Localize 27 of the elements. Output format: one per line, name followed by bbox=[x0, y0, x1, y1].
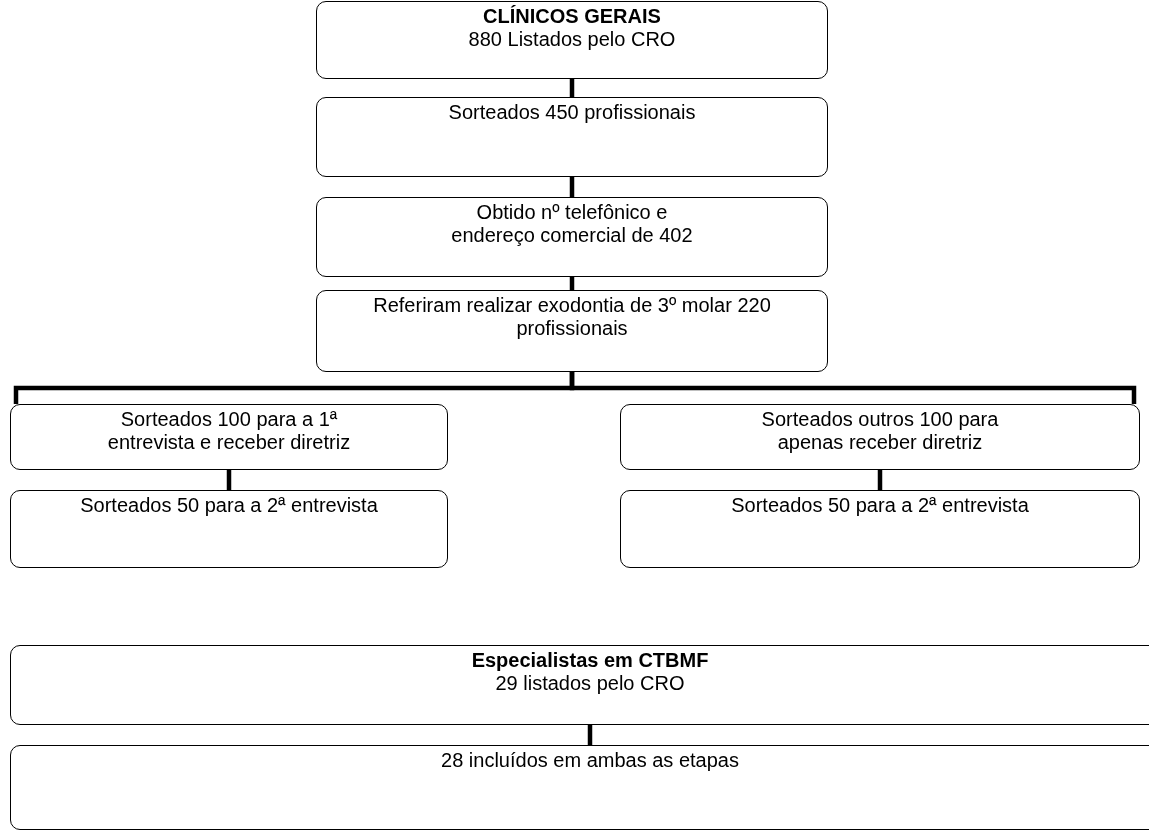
box-heading: CLÍNICOS GERAIS bbox=[483, 5, 661, 28]
box-heading: Especialistas em CTBMF bbox=[471, 649, 709, 672]
connector-line bbox=[226, 470, 232, 490]
box-text: 29 listados pelo CRO bbox=[495, 672, 685, 695]
box-text: 28 incluídos em ambas as etapas bbox=[441, 749, 739, 772]
connector-line bbox=[569, 372, 1137, 404]
process-box bbox=[10, 645, 1149, 725]
box-text: 880 Listados pelo CRO bbox=[468, 28, 676, 51]
connector-line bbox=[587, 725, 593, 745]
process-box bbox=[620, 490, 1140, 568]
box-text: Sorteados 100 para a 1ª entrevista e receber diretriz bbox=[106, 408, 352, 454]
process-box bbox=[10, 490, 448, 568]
box-text: Referiram realizar exodontia de 3º molar 220 profissionais bbox=[372, 294, 772, 340]
process-box bbox=[316, 197, 828, 277]
box-text: Sorteados 50 para a 2ª entrevista bbox=[80, 494, 378, 517]
box-text: Obtido nº telefônico e endereço comercial de 402 bbox=[450, 201, 694, 247]
process-box bbox=[620, 404, 1140, 470]
process-box bbox=[10, 404, 448, 470]
process-box bbox=[10, 745, 1149, 830]
connector-line bbox=[569, 177, 575, 197]
connector-line bbox=[877, 470, 883, 490]
process-box bbox=[316, 290, 828, 372]
process-box bbox=[316, 1, 828, 79]
box-text: Sorteados outros 100 para apenas receber diretriz bbox=[760, 408, 1000, 454]
box-text: Sorteados 50 para a 2ª entrevista bbox=[731, 494, 1029, 517]
process-box bbox=[316, 97, 828, 177]
box-text: Sorteados 450 profissionais bbox=[448, 101, 696, 124]
